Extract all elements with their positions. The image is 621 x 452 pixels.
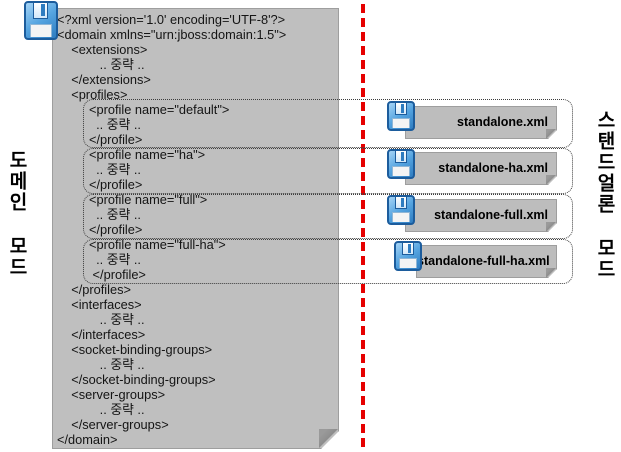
floppy-shutter — [33, 3, 49, 20]
document-folded-corner — [319, 429, 338, 448]
profile-group-default — [83, 99, 573, 148]
file-name: standalone.xml — [457, 115, 548, 129]
floppy-label-area — [391, 212, 411, 222]
profile-group-ha — [83, 148, 573, 194]
domain-mode-label: 도메인 모드 — [6, 150, 27, 278]
file-card-standalone-ha: standalone-ha.xml — [405, 152, 557, 185]
file-name: standalone-ha.xml — [438, 161, 548, 175]
floppy-disk-icon — [387, 149, 415, 179]
mode-divider-dashed-line — [361, 4, 365, 449]
floppy-label-area — [398, 258, 418, 268]
floppy-shutter — [401, 243, 414, 255]
floppy-shutter-slot — [41, 3, 46, 17]
floppy-disk-icon — [387, 101, 415, 131]
floppy-shutter-slot — [401, 151, 405, 161]
floppy-shutter — [394, 103, 407, 115]
file-name: standalone-full.xml — [434, 208, 548, 222]
profile-group-full-ha — [83, 239, 573, 284]
floppy-shutter — [394, 151, 407, 163]
floppy-disk-icon — [24, 1, 58, 40]
floppy-shutter-slot — [401, 103, 405, 113]
floppy-disk-icon — [394, 241, 422, 271]
floppy-label-area — [391, 166, 411, 176]
standalone-mode-label: 스탠드얼론 모드 — [594, 110, 615, 280]
file-card-standalone-full-ha: standalone-full-ha.xml — [416, 245, 557, 278]
file-card-folded-corner — [546, 175, 556, 185]
file-card-standalone: standalone.xml — [405, 106, 557, 139]
domain-xml-source-text: <?xml version='1.0' encoding='UTF-8'?> <… — [57, 12, 287, 447]
floppy-shutter-slot — [401, 197, 405, 207]
file-card-folded-corner — [546, 268, 556, 278]
floppy-shutter-slot — [408, 243, 412, 253]
profile-group-full — [83, 194, 573, 239]
domain-xml-document — [52, 8, 339, 449]
file-card-folded-corner — [546, 222, 556, 232]
floppy-shutter — [394, 197, 407, 209]
floppy-label-area — [391, 118, 411, 128]
floppy-disk-icon — [387, 195, 415, 225]
file-card-standalone-full: standalone-full.xml — [405, 199, 557, 232]
file-card-folded-corner — [546, 129, 556, 139]
floppy-label-area — [29, 23, 53, 37]
file-name: standalone-full-ha.xml — [417, 254, 550, 268]
